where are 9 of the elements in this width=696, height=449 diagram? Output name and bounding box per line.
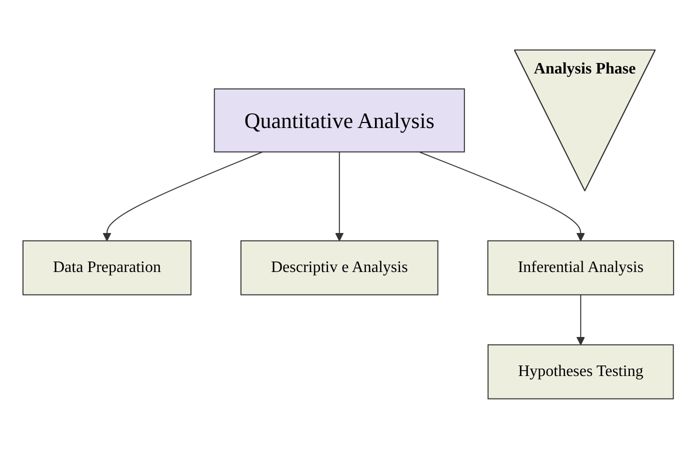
arrow [102, 152, 263, 242]
arrow [576, 294, 585, 346]
node-box: Data Preparation [22, 240, 192, 296]
node-box: Quantitative Analysis [214, 88, 465, 152]
node-box: Hypotheses Testing [487, 344, 674, 400]
node-box: Inferential Analysis [487, 240, 674, 296]
node-box: Descriptiv e Analysis [240, 240, 438, 296]
arrow [334, 152, 344, 242]
arrow [418, 152, 585, 242]
